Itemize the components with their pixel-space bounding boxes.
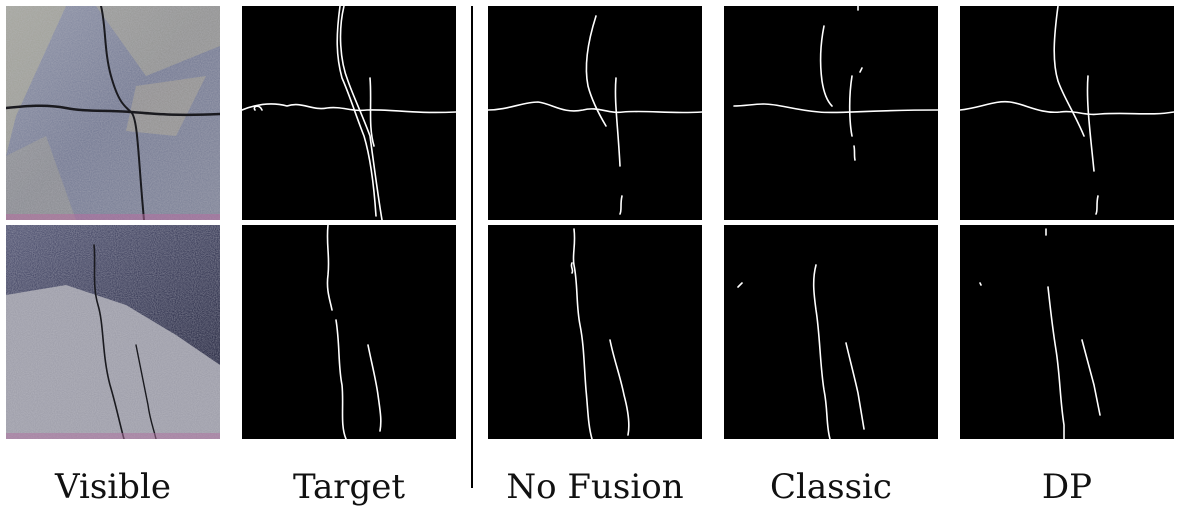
nofusion-mask-row1: [488, 6, 702, 220]
label-visible: Visible: [55, 467, 171, 507]
nofusion-mask-row2: [488, 225, 702, 439]
label-classic: Classic: [770, 467, 892, 507]
classic-mask-row1: [724, 6, 938, 220]
label-target: Target: [292, 467, 406, 507]
dp-mask-row2: [960, 225, 1174, 439]
label-dp: DP: [1041, 467, 1093, 507]
target-mask-row2: [242, 225, 456, 439]
dp-mask-row1: [960, 6, 1174, 220]
target-mask-row1: [242, 6, 456, 220]
column-divider: [471, 6, 473, 488]
visible-image-row1: [6, 6, 220, 220]
visible-image-row2: [6, 225, 220, 439]
classic-mask-row2: [724, 225, 938, 439]
label-no-fusion: No Fusion: [506, 467, 684, 507]
